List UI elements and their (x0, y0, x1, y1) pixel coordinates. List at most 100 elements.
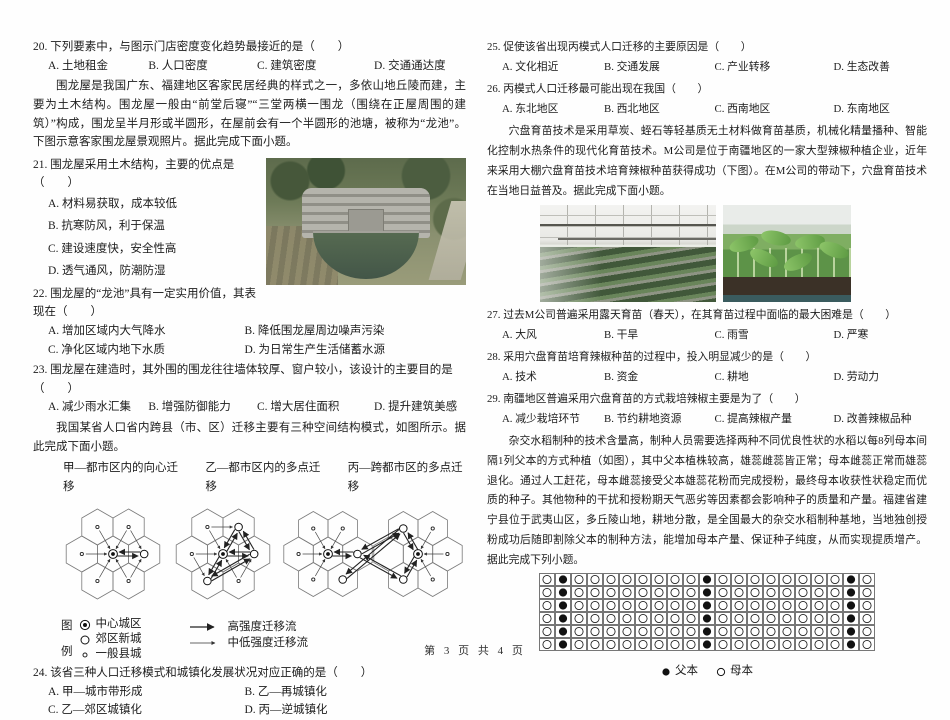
leaf-shape (759, 227, 793, 248)
passage-plug-seedling: 穴盘育苗技术是采用草炭、蛭石等轻基质无土材料做育苗基质，机械化精量播种、智能化控… (487, 124, 927, 197)
question-29-stem: 29. 南疆地区普遍采用穴盘育苗的方式栽培辣椒主要是为了（ ） (487, 392, 806, 405)
option-c: C. 耕地 (714, 370, 749, 383)
diagram-title-yi: 乙—都市区内的多点迁移 (205, 462, 321, 493)
passage-weilongwu: 围龙屋是我国广东、福建地区客家民居经典的样式之一，多依山地丘陵而建，主要为土木结… (33, 80, 466, 149)
option-c: C. 乙—郊区城镇化 (48, 704, 142, 717)
option-a: A. 甲—城市带形成 (48, 685, 143, 698)
migration-diagram-legend: 图 例 中心城区 郊区新城 (61, 617, 466, 662)
legend-father-parent: 父本 (661, 661, 698, 682)
question-26: 26. 丙模式人口迁移最可能出现在我国（ ） A. 东北地区 B. 西北地区 C… (487, 80, 927, 120)
diagram-title-bing: 丙—跨都市区的多点迁移 (347, 462, 463, 493)
passage-hybrid-rice: 杂交水稻制种的技术含量高，制种人员需要选择两种不同优良性状的水稻以每8列母本间隔… (487, 434, 927, 567)
legend-item-label: 中心城区 (95, 618, 142, 631)
question-28-stem: 28. 采用穴盘育苗培育辣椒种苗的过程中，投入明显减少的是（ ） (487, 350, 817, 363)
rice-planting-grid (539, 573, 875, 652)
option-d: D. 交通通达度 (374, 59, 446, 72)
option-b: B. 人口密度 (148, 59, 208, 72)
option-c: C. 建筑密度 (256, 59, 317, 72)
legend-item-suburb-newtown: 郊区新城 (79, 632, 142, 647)
question-20-stem: 20. 下列要素中，与图示门店密度变化趋势最接近的是（ ） (33, 41, 350, 53)
village-path (428, 200, 466, 280)
diagram-title-jia: 甲—都市区内的向心迁移 (63, 462, 178, 493)
option-c: C. 西南地区 (714, 102, 771, 115)
open-circle-icon (716, 667, 726, 677)
rice-planting-diagram: 父本 母本 (539, 573, 927, 682)
weilongwu-building (302, 188, 430, 239)
legend-label-top: 图 (61, 620, 73, 633)
option-a: A. 材料易获取，成本较低 (48, 198, 178, 210)
option-d: D. 改善辣椒品种 (833, 412, 912, 425)
option-c: C. 增大居住面积 (256, 401, 340, 414)
option-d: D. 严寒 (833, 328, 869, 341)
legend-item-center-city: 中心城区 (79, 617, 142, 632)
option-d: D. 为日常生产生活储蓄水源 (244, 343, 386, 356)
legend-flow-arrows: 高强度迁移流 中低强度迁移流 (188, 617, 309, 651)
option-c: C. 产业转移 (714, 60, 771, 73)
mid-low-intensity-arrow-icon (189, 641, 215, 646)
question-23-stem: 23. 围龙屋在建造时，其外围的围龙往往墙体较厚、窗户较小，该设计的主要目的是（… (33, 364, 453, 395)
question-29-options: A. 减少栽培环节 B. 节约耕地资源 C. 提高辣椒产量 D. 改善辣椒品种 (487, 410, 927, 430)
legend-symbols: 中心城区 郊区新城 一般县城 (79, 617, 142, 662)
question-22-options: A. 增加区域内大气降水 B. 降低围龙屋周边噪声污染 C. 净化区域内地下水质… (33, 322, 466, 359)
option-d: D. 生态改善 (833, 60, 890, 73)
rice-grid-legend: 父本 母本 (539, 661, 875, 682)
option-a: A. 减少栽培环节 (502, 412, 580, 425)
option-c: C. 净化区域内地下水质 (48, 343, 165, 356)
legend-label-bottom: 例 (61, 645, 73, 658)
question-24: 24. 该省三种人口迁移模式和城镇化发展状况对应正确的是（ ） A. 甲—城市带… (33, 664, 466, 720)
option-c: C. 提高辣椒产量 (714, 412, 792, 425)
question-25: 25. 促使该省出现丙模式人口迁移的主要原因是（ ） A. 文化相近 B. 交通… (487, 38, 927, 78)
legend-item-label: 一般县城 (95, 648, 142, 661)
seedling-photos (540, 204, 927, 302)
option-a: A. 东北地区 (502, 102, 559, 115)
question-21-stem: 21. 围龙屋采用土木结构，主要的优点是（ ） (33, 158, 235, 190)
page-footer: 第 3 页 共 4 页 (424, 645, 526, 657)
legend-item-county-town: 一般县城 (79, 647, 142, 662)
question-28-options: A. 技术 B. 资金 C. 耕地 D. 劳动力 (487, 368, 927, 388)
option-b: B. 增强防御能力 (148, 401, 231, 414)
high-intensity-arrow-icon (189, 623, 215, 632)
question-26-options: A. 东北地区 B. 西北地区 C. 西南地区 D. 东南地区 (487, 100, 927, 120)
passage-migration-modes: 我国某省人口省内跨县（市、区）迁移主要有三种空间结构模式，如图所示。据此完成下面… (33, 422, 466, 453)
suburb-newtown-icon (80, 635, 89, 645)
legend-item-label: 母本 (730, 665, 753, 678)
question-23-options: A. 减少雨水汇集 B. 增强防御能力 C. 增大居住面积 D. 提升建筑美感 (33, 398, 466, 417)
option-d: D. 提升建筑美感 (374, 401, 458, 414)
option-d: D. 透气通风，防潮防湿 (48, 265, 166, 278)
greenhouse-truss (540, 224, 716, 227)
question-26-stem: 26. 丙模式人口迁移最可能出现在我国（ ） (487, 82, 709, 95)
option-b: B. 节约耕地资源 (604, 412, 682, 425)
option-d: D. 丙—逆城镇化 (244, 704, 328, 717)
photo-weilongwu-aerial (266, 157, 466, 285)
option-c: C. 雨雪 (714, 328, 749, 341)
question-21-block: 21. 围龙屋采用土木结构，主要的优点是（ ） A. 材料易获取，成本较低 B.… (33, 154, 466, 322)
option-b: B. 资金 (604, 370, 639, 383)
greenhouse-truss (557, 237, 716, 240)
question-27-stem: 27. 过去M公司普遍采用露天育苗（春天），在其育苗过程中面临的最大困难是（ ） (487, 308, 897, 321)
option-a: A. 减少雨水汇集 (48, 401, 132, 414)
option-a: A. 增加区域内大气降水 (48, 324, 166, 337)
legend-item-label: 郊区新城 (95, 633, 142, 646)
legend-bracket-label: 图 例 (61, 617, 73, 661)
question-23: 23. 围龙屋在建造时，其外围的围龙往往墙体较厚、窗户较小，该设计的主要目的是（… (33, 361, 466, 417)
question-27: 27. 过去M公司普遍采用露天育苗（春天），在其育苗过程中面临的最大困难是（ ）… (487, 306, 927, 346)
option-b: B. 降低围龙屋周边噪声污染 (244, 324, 385, 337)
legend-item-label: 中低强度迁移流 (227, 636, 309, 649)
question-29: 29. 南疆地区普遍采用穴盘育苗的方式栽培辣椒主要是为了（ ） A. 减少栽培环… (487, 390, 927, 430)
option-b: B. 西北地区 (604, 102, 660, 115)
question-27-options: A. 大风 B. 干旱 C. 雨雪 D. 严寒 (487, 326, 927, 346)
question-24-stem: 24. 该省三种人口迁移模式和城镇化发展状况对应正确的是（ ） (33, 667, 373, 680)
question-20: 20. 下列要素中，与图示门店密度变化趋势最接近的是（ ） A. 土地租金 B.… (33, 38, 466, 75)
center-city-icon (79, 619, 90, 630)
option-a: A. 技术 (502, 370, 537, 383)
legend-item-label: 高强度迁移流 (227, 620, 297, 633)
right-column: 25. 促使该省出现丙模式人口迁移的主要原因是（ ） A. 文化相近 B. 交通… (487, 36, 927, 683)
county-town-icon (82, 652, 87, 658)
option-d: D. 劳动力 (833, 370, 880, 383)
option-a: A. 文化相近 (502, 60, 559, 73)
question-21-options: A. 材料易获取，成本较低 B. 抗寒防风，利于保温 C. 建设速度快，安全性高… (33, 193, 466, 283)
photo-pepper-seedlings (723, 204, 851, 302)
question-20-options: A. 土地租金 B. 人口密度 C. 建筑密度 D. 交通通达度 (33, 57, 466, 76)
legend-item-midlow-flow: 中低强度迁移流 (188, 635, 309, 651)
question-25-stem: 25. 促使该省出现丙模式人口迁移的主要原因是（ ） (487, 41, 752, 53)
